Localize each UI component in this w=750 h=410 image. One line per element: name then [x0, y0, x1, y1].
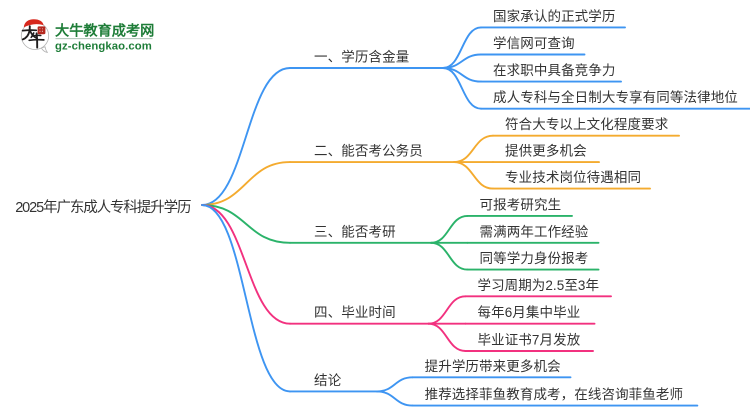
svg-text:大牛教育成考网: 大牛教育成考网	[55, 22, 154, 39]
svg-text:四、毕业时间: 四、毕业时间	[314, 305, 396, 320]
svg-text:同等学力身份报考: 同等学力身份报考	[480, 250, 589, 266]
svg-text:可报考研究生: 可报考研究生	[480, 197, 562, 212]
svg-text:二、能否考公务员: 二、能否考公务员	[314, 144, 423, 159]
svg-text:学习周期为2.5至3年: 学习周期为2.5至3年	[478, 278, 600, 293]
svg-text:学信网可查询: 学信网可查询	[493, 36, 575, 51]
svg-text:国家承认的正式学历: 国家承认的正式学历	[493, 8, 615, 24]
svg-text:gz-chengkao.com: gz-chengkao.com	[55, 40, 152, 52]
svg-text:结论: 结论	[314, 373, 342, 388]
svg-text:需满两年工作经验: 需满两年工作经验	[480, 224, 589, 239]
svg-text:符合大专以上文化程度要求: 符合大专以上文化程度要求	[505, 117, 669, 132]
svg-text:专业技术岗位待遇相同: 专业技术岗位待遇相同	[505, 170, 641, 185]
svg-text:提供更多机会: 提供更多机会	[505, 143, 587, 159]
svg-text:一、学历含金量: 一、学历含金量	[314, 50, 409, 65]
svg-text:毕业证书7月发放: 毕业证书7月发放	[478, 333, 581, 348]
svg-text:每年6月集中毕业: 每年6月集中毕业	[478, 305, 581, 320]
svg-text:成人专科与全日制大专享有同等法律地位: 成人专科与全日制大专享有同等法律地位	[493, 89, 738, 105]
svg-text:2025年广东成人专科提升学历: 2025年广东成人专科提升学历	[15, 199, 191, 216]
svg-text:三、能否考研: 三、能否考研	[314, 224, 396, 239]
svg-text:推荐选择菲鱼教育成考，在线咨询菲鱼老师: 推荐选择菲鱼教育成考，在线咨询菲鱼老师	[425, 386, 683, 402]
svg-text:提升学历带来更多机会: 提升学历带来更多机会	[425, 358, 561, 374]
svg-text:在求职中具备竞争力: 在求职中具备竞争力	[493, 62, 615, 78]
